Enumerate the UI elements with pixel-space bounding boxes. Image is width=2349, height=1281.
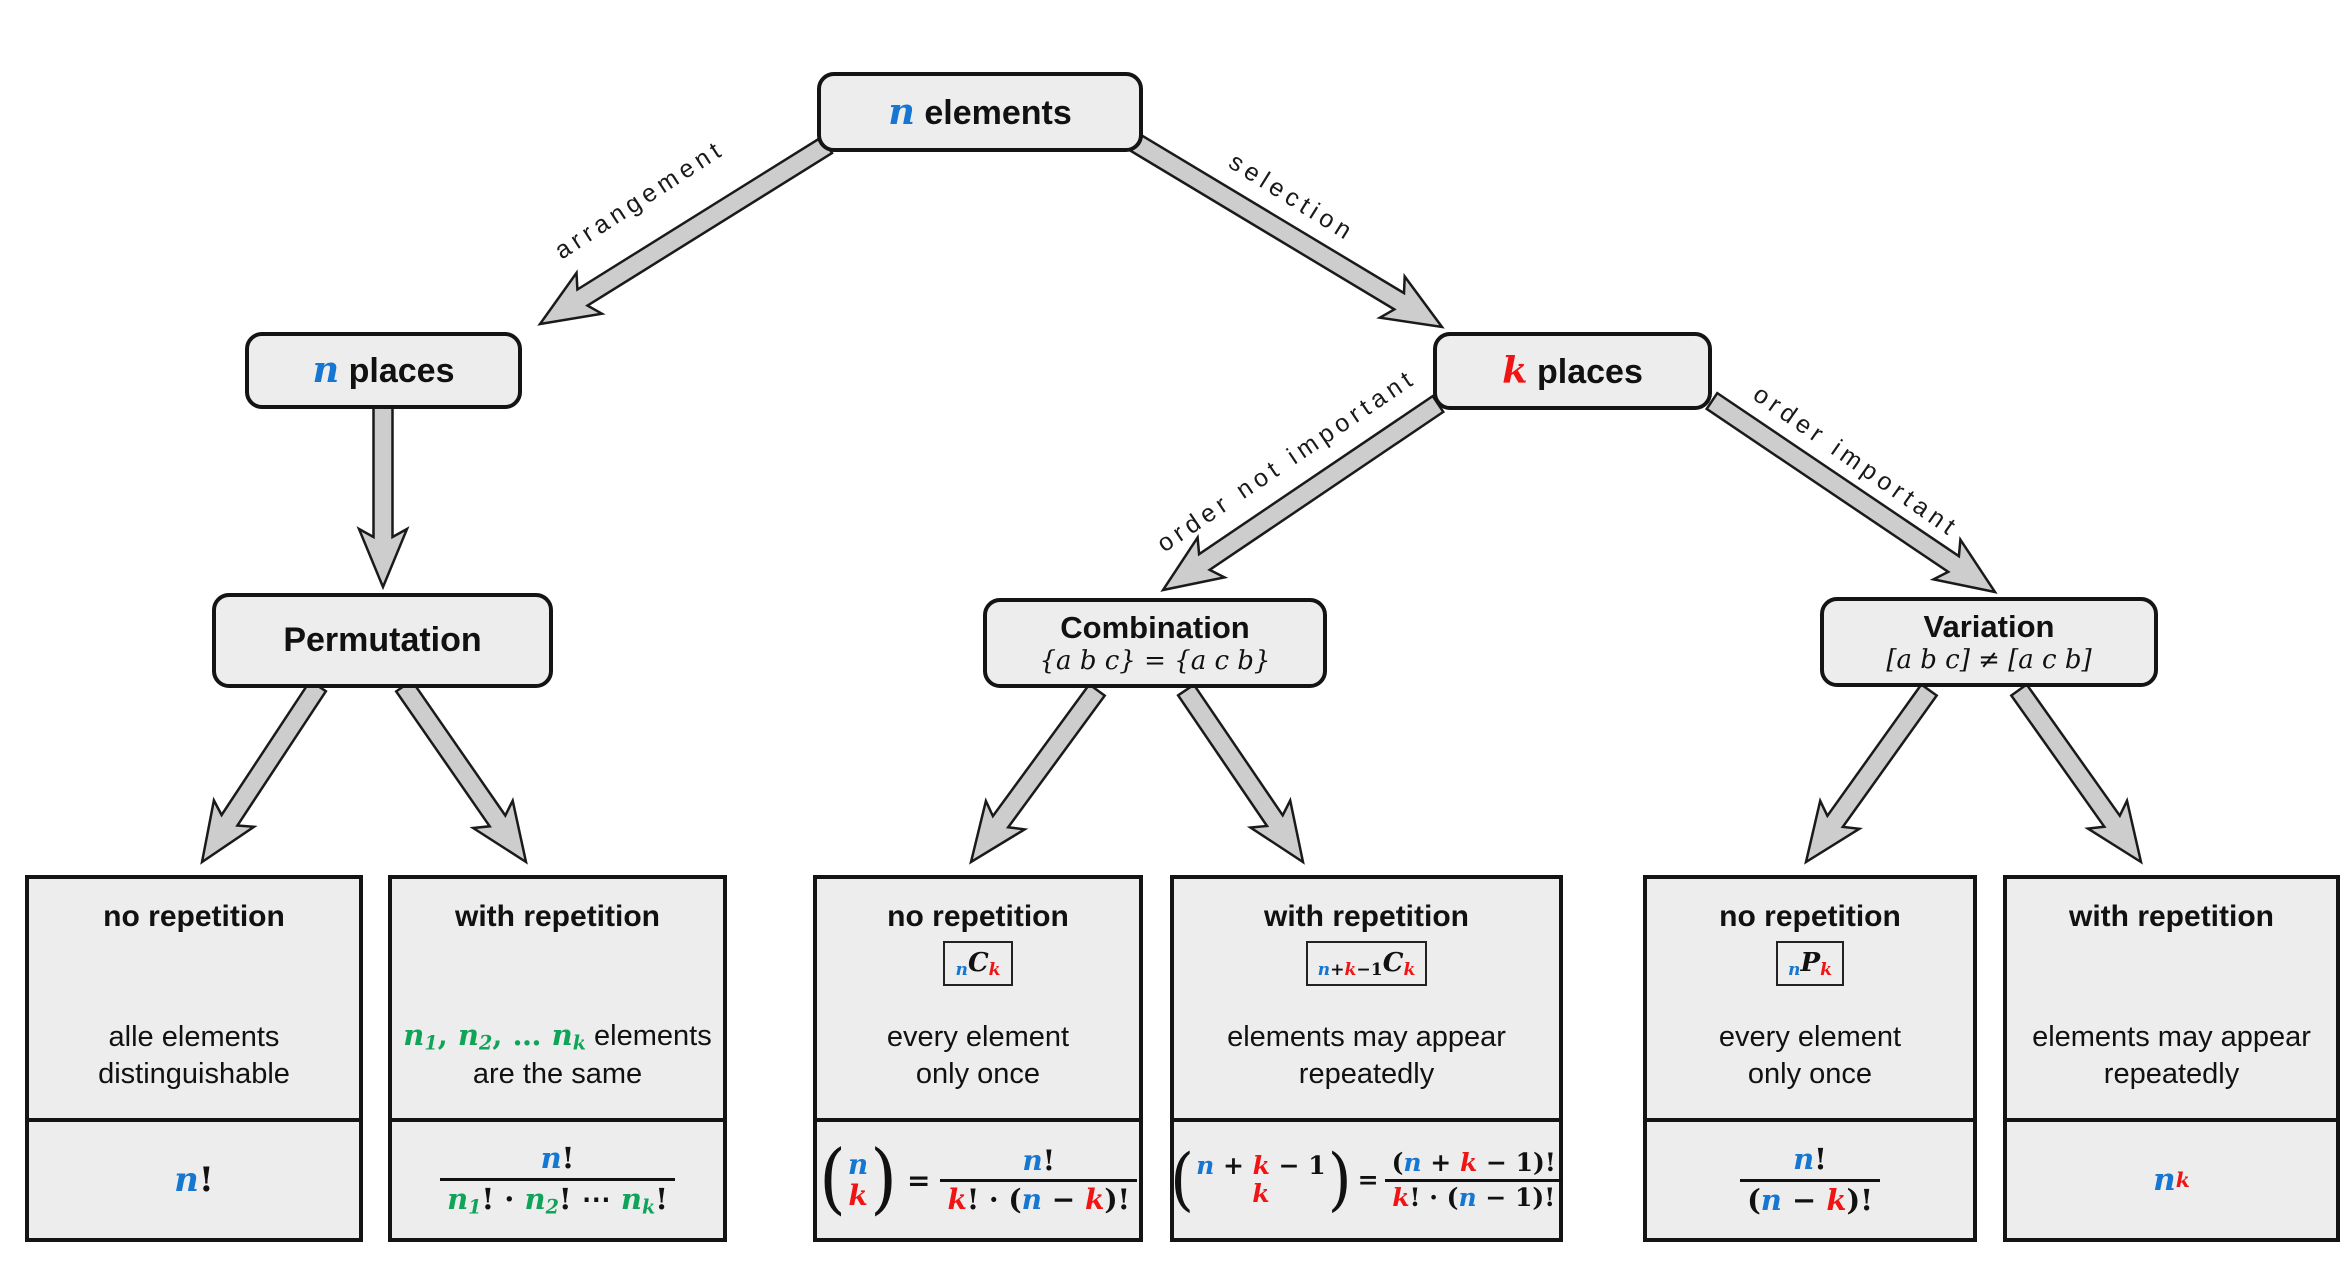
leaf-formula-section: n!n1! · n2! ⋯ nk!	[392, 1118, 723, 1238]
arrow-n-places-permutation	[356, 404, 410, 591]
badge-n-plus-k-minus-1-Ck: n+k−1Ck	[1305, 941, 1428, 986]
node-k-places-title: k places	[1502, 348, 1643, 392]
node-variation: Variation [a b c] ≠ [a c b]	[1820, 597, 2158, 687]
arrow-selection	[1129, 133, 1445, 329]
arrow-arrangement	[537, 135, 834, 326]
node-variation-subtitle: [a b c] ≠ [a c b]	[1886, 645, 2092, 676]
arrow-combination-right	[1176, 682, 1305, 865]
formula-multinomial: n!n1! · n2! ⋯ nk!	[440, 1140, 675, 1220]
leaf-title: no repetition	[887, 900, 1069, 933]
arrow-variation-left	[1804, 682, 1939, 865]
arrow-permutation-right	[394, 678, 528, 865]
node-permutation: Permutation	[212, 593, 553, 688]
arrow-order-not-important	[1160, 394, 1446, 592]
leaf-combination-with-repetition: with repetition n+k−1Ck elements may app…	[1170, 875, 1563, 1242]
leaf-title: no repetition	[1719, 900, 1901, 933]
formula-falling-factorial: n!(n − k)!	[1740, 1141, 1880, 1220]
leaf-formula-section: n!(n − k)!	[1647, 1118, 1973, 1238]
formula-n-factorial: n!	[174, 1160, 214, 1200]
node-n-places: n places	[245, 332, 522, 409]
leaf-title: no repetition	[103, 900, 285, 933]
leaf-title: with repetition	[1264, 900, 1469, 933]
leaf-formula-section: n!	[29, 1118, 359, 1238]
leaf-title: with repetition	[2069, 900, 2274, 933]
arrow-combination-left	[969, 682, 1107, 865]
badge-nPk: nPk	[1776, 941, 1844, 986]
node-combination-subtitle: {a b c} = {a c b}	[1039, 646, 1271, 677]
node-variation-title: Variation	[1923, 608, 2055, 644]
leaf-title: with repetition	[455, 900, 660, 933]
node-n-elements-title: n elements	[888, 89, 1072, 133]
node-combination: Combination {a b c} = {a c b}	[983, 598, 1327, 688]
leaf-top: with repetition n+k−1Ck elements may app…	[1174, 879, 1559, 1118]
badge-nCk: nCk	[943, 941, 1013, 986]
node-combination-title: Combination	[1060, 609, 1250, 645]
node-n-places-title: n places	[312, 348, 455, 392]
arrow-permutation-left	[200, 679, 328, 865]
node-k-places: k places	[1433, 332, 1712, 410]
arrow-order-important	[1704, 391, 1998, 594]
node-permutation-title: Permutation	[283, 620, 482, 659]
node-n-elements: n elements	[817, 72, 1143, 152]
arrow-variation-right	[2009, 682, 2143, 865]
